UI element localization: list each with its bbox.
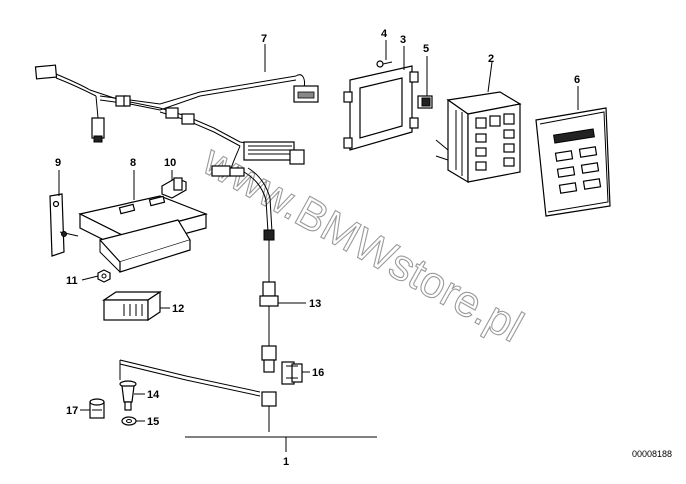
holder-clip[interactable] <box>161 177 187 199</box>
callout-13: 13 <box>309 298 321 310</box>
relay-box[interactable] <box>102 290 162 322</box>
front-panel[interactable] <box>535 107 611 217</box>
leader-lines <box>58 40 579 422</box>
socket-connector[interactable] <box>89 398 105 419</box>
callout-6: 6 <box>574 74 580 86</box>
mounting-bracket[interactable] <box>78 195 208 273</box>
diagram-code: 00008188 <box>632 449 672 459</box>
callout-2: 2 <box>488 53 494 65</box>
wiring-harness[interactable] <box>34 64 319 373</box>
bulb-socket[interactable] <box>417 95 433 109</box>
antenna-cable[interactable] <box>119 359 377 452</box>
support-bar[interactable] <box>49 193 79 257</box>
callout-15: 15 <box>147 416 159 428</box>
control-unit[interactable] <box>435 91 522 184</box>
screw[interactable] <box>376 60 393 68</box>
callouts: 1 2 3 4 5 6 7 8 9 10 11 12 13 14 15 16 1… <box>55 28 580 468</box>
cable-clip[interactable] <box>281 361 303 385</box>
callout-17: 17 <box>66 405 78 417</box>
hex-nut[interactable] <box>97 269 111 283</box>
callout-4: 4 <box>381 28 388 40</box>
mounting-frame[interactable] <box>343 65 419 151</box>
callout-12: 12 <box>172 303 184 315</box>
callout-11: 11 <box>66 275 78 287</box>
callout-16: 16 <box>312 367 324 379</box>
callout-10: 10 <box>164 157 176 169</box>
callout-3: 3 <box>400 34 406 46</box>
callout-9: 9 <box>55 157 61 169</box>
washer[interactable] <box>121 416 137 426</box>
antenna-base[interactable] <box>119 380 137 411</box>
callout-1: 1 <box>283 456 289 468</box>
callout-14: 14 <box>147 389 160 401</box>
callout-7: 7 <box>261 33 267 45</box>
callout-5: 5 <box>423 43 429 55</box>
callout-8: 8 <box>130 157 136 169</box>
